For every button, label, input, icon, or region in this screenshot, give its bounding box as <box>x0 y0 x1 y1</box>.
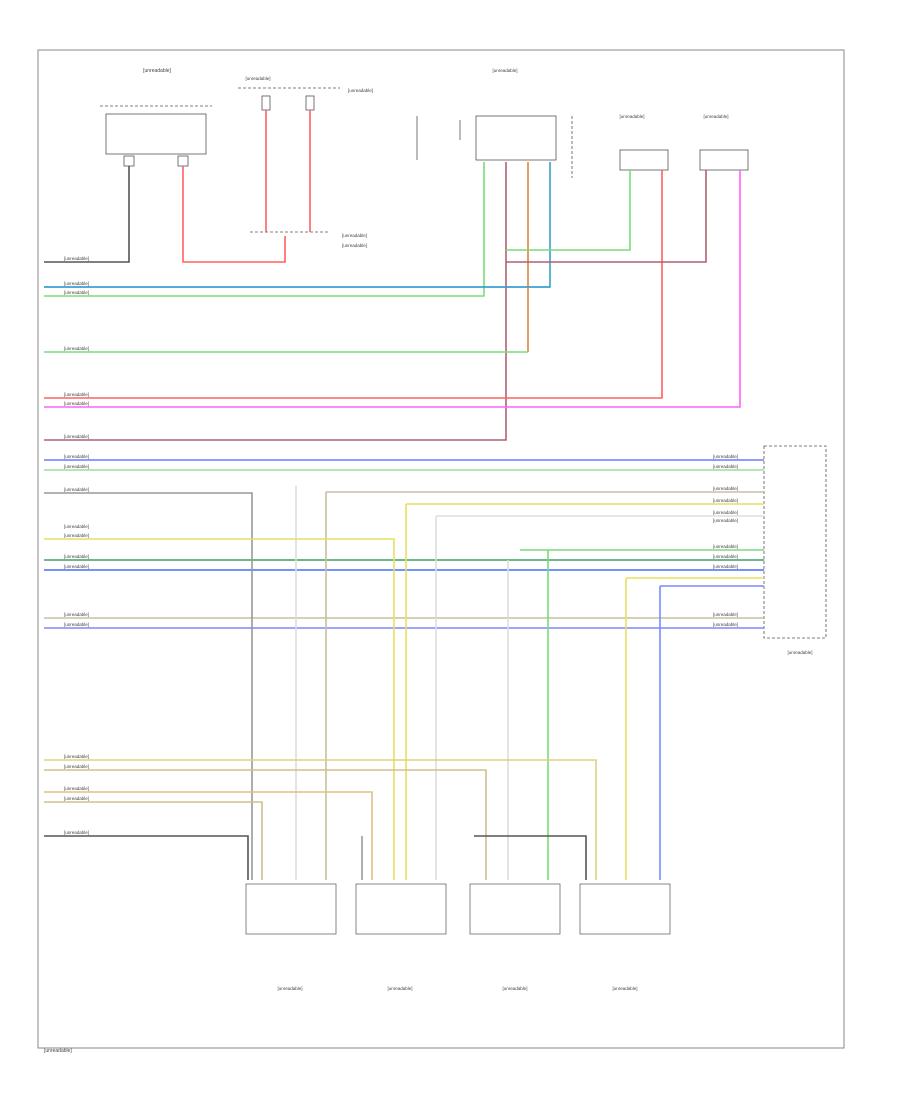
right-wire-label: [unreadable] <box>713 454 738 459</box>
actuator-3-label: [unreadable] <box>502 986 527 991</box>
left-wire-label: [unreadable] <box>64 346 89 351</box>
left-wire-label: [unreadable] <box>64 754 89 759</box>
right-wire-label: [unreadable] <box>713 554 738 559</box>
actuator-4-label: [unreadable] <box>612 986 637 991</box>
fuses-label: [unreadable] <box>245 76 270 81</box>
left-wire-label: [unreadable] <box>64 612 89 617</box>
left-wire-label: [unreadable] <box>64 564 89 569</box>
module-wires <box>44 459 764 629</box>
actuator-4: [unreadable] <box>579 883 671 991</box>
diagram-frame <box>37 49 845 1049</box>
left-wire-label: [unreadable] <box>64 554 89 559</box>
actuator-1-label: [unreadable] <box>277 986 302 991</box>
left-wire-label: [unreadable] <box>64 401 89 406</box>
left-wire-label: [unreadable] <box>64 256 89 261</box>
top-left-sensor: [unreadable] <box>100 68 212 167</box>
left-wire-label: [unreadable] <box>64 454 89 459</box>
twisted-pair-note-1: [unreadable] <box>342 233 367 238</box>
top-wires <box>44 110 741 441</box>
right-wire-label: [unreadable] <box>713 498 738 503</box>
vertical-drops <box>44 486 661 880</box>
diagram-id: [unreadable] <box>44 1048 72 1054</box>
left-wire-label: [unreadable] <box>64 434 89 439</box>
left-wire-label: [unreadable] <box>64 830 89 835</box>
actuator-2: [unreadable] <box>355 883 447 991</box>
right-wire-label: [unreadable] <box>713 622 738 627</box>
left-wire-labels: [unreadable] [unreadable] [unreadable] [unr… <box>64 256 89 835</box>
left-wire-label: [unreadable] <box>64 290 89 295</box>
sensor-right-1-label: [unreadable] <box>619 114 644 119</box>
upper-runs <box>44 286 550 353</box>
climate-control-module-label: [unreadable] <box>787 650 812 655</box>
actuator-2-label: [unreadable] <box>387 986 412 991</box>
top-left-sensor-label: [unreadable] <box>143 68 171 74</box>
right-wire-label: [unreadable] <box>713 612 738 617</box>
left-wire-label: [unreadable] <box>64 796 89 801</box>
right-wire-label: [unreadable] <box>713 544 738 549</box>
lower-runs <box>44 759 597 880</box>
fuses: [unreadable] [unreadable] <box>238 76 373 233</box>
twisted-pair-note-2: [unreadable] <box>342 243 367 248</box>
left-wire-label: [unreadable] <box>64 524 89 529</box>
left-wire-label: [unreadable] <box>64 764 89 769</box>
right-wire-labels: [unreadable] [unreadable] [unreadable] [unr… <box>713 454 738 627</box>
left-wire-label: [unreadable] <box>64 622 89 627</box>
sensor-right-2: [unreadable] <box>699 114 749 171</box>
sensor-right-1: [unreadable] <box>619 114 669 171</box>
right-wire-label: [unreadable] <box>713 510 738 515</box>
right-wire-label: [unreadable] <box>713 486 738 491</box>
control-module-top-label: [unreadable] <box>492 68 517 73</box>
left-wire-label: [unreadable] <box>64 487 89 492</box>
left-wire-label: [unreadable] <box>64 392 89 397</box>
right-wire-label: [unreadable] <box>713 464 738 469</box>
left-wire-label: [unreadable] <box>64 786 89 791</box>
actuator-1: [unreadable] <box>245 883 337 991</box>
control-module-top: [unreadable] <box>416 68 573 178</box>
left-wire-label: [unreadable] <box>64 464 89 469</box>
right-wire-label: [unreadable] <box>713 564 738 569</box>
left-wire-label: [unreadable] <box>64 533 89 538</box>
climate-control-module: [unreadable] <box>763 445 827 655</box>
sensor-right-2-label: [unreadable] <box>703 114 728 119</box>
left-wire-label: [unreadable] <box>64 281 89 286</box>
actuator-3: [unreadable] <box>469 883 561 991</box>
fuse-block-label: [unreadable] <box>348 88 373 93</box>
right-wire-label: [unreadable] <box>713 518 738 523</box>
